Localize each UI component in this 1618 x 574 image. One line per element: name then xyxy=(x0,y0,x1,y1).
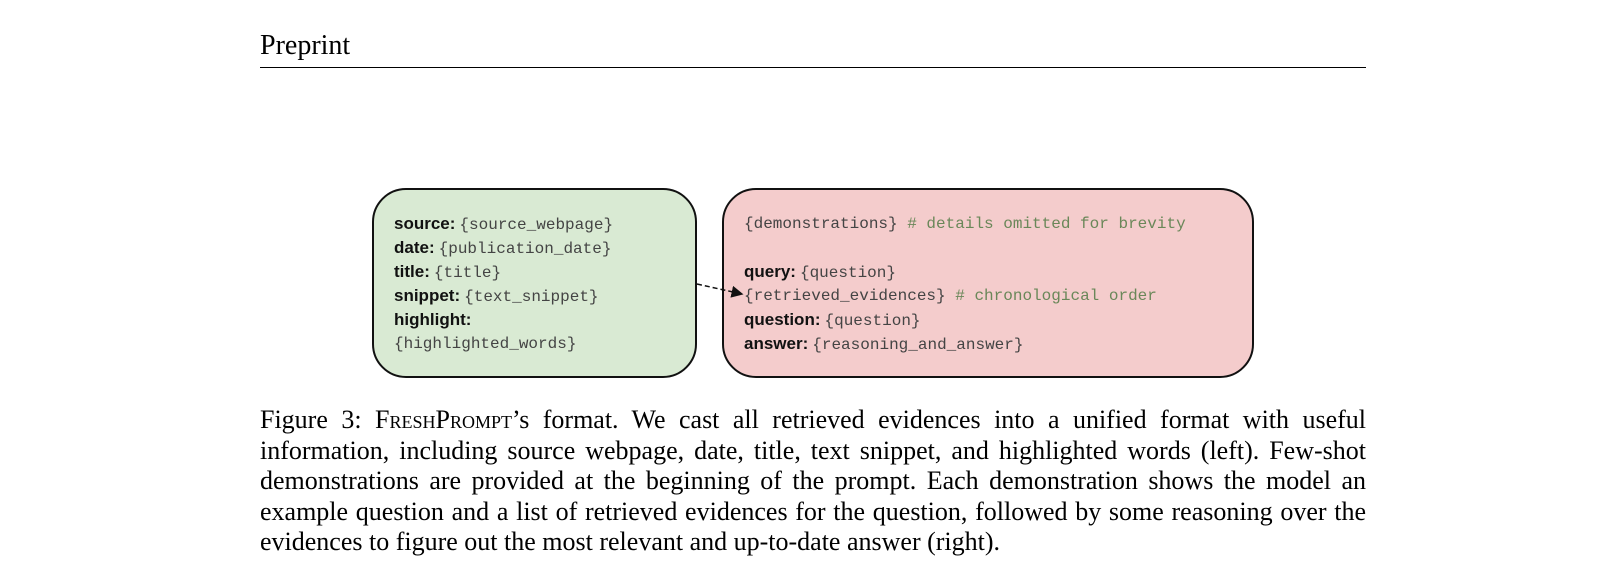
date-placeholder: {publication_date} xyxy=(438,240,612,258)
question-line: question: {question} xyxy=(744,308,1186,332)
highlight-line: highlight: xyxy=(394,308,613,332)
source-line: source: {source_webpage} xyxy=(394,212,613,236)
answer-line: answer: {reasoning_and_answer} xyxy=(744,332,1186,356)
highlight-value-line: {highlighted_words} xyxy=(394,332,613,356)
answer-placeholder: {reasoning_and_answer} xyxy=(812,336,1024,354)
demonstrations-placeholder: {demonstrations} xyxy=(744,215,898,233)
highlight-label: highlight: xyxy=(394,310,472,329)
question-placeholder: {question} xyxy=(824,312,921,330)
date-line: date: {publication_date} xyxy=(394,236,613,260)
evidence-format-box: source: {source_webpage} date: {publicat… xyxy=(372,188,697,378)
source-placeholder: {source_webpage} xyxy=(459,216,614,234)
prompt-format-box: {demonstrations} # details omitted for b… xyxy=(722,188,1254,378)
title-label: title: xyxy=(394,262,430,281)
figure-caption: Figure 3: FreshPrompt’s format. We cast … xyxy=(260,405,1366,558)
answer-label: answer: xyxy=(744,334,809,353)
query-line: query: {question} xyxy=(744,260,1186,284)
title-line: title: {title} xyxy=(394,260,613,284)
evidences-line: {retrieved_evidences} # chronological or… xyxy=(744,284,1186,308)
snippet-placeholder: {text_snippet} xyxy=(464,288,599,306)
demonstrations-line: {demonstrations} # details omitted for b… xyxy=(744,212,1186,236)
caption-method-name: FreshPrompt xyxy=(375,405,512,434)
evidences-comment: # chronological order xyxy=(945,287,1157,305)
query-label: query: xyxy=(744,262,796,281)
evidences-placeholder: {retrieved_evidences} xyxy=(744,287,946,305)
blank-line xyxy=(744,236,1186,260)
caption-prefix: Figure 3: xyxy=(260,405,376,434)
source-label: source: xyxy=(394,214,456,233)
header-rule xyxy=(260,67,1366,68)
running-header: Preprint xyxy=(260,30,351,61)
date-label: date: xyxy=(394,238,435,257)
caption-body: ’s format. We cast all retrieved evidenc… xyxy=(260,405,1367,556)
query-placeholder: {question} xyxy=(799,264,896,282)
demonstrations-comment: # details omitted for brevity xyxy=(897,215,1186,233)
highlight-placeholder: {highlighted_words} xyxy=(394,335,577,353)
snippet-line: snippet: {text_snippet} xyxy=(394,284,613,308)
title-placeholder: {title} xyxy=(433,264,502,282)
question-label: question: xyxy=(744,310,821,329)
snippet-label: snippet: xyxy=(394,286,461,305)
